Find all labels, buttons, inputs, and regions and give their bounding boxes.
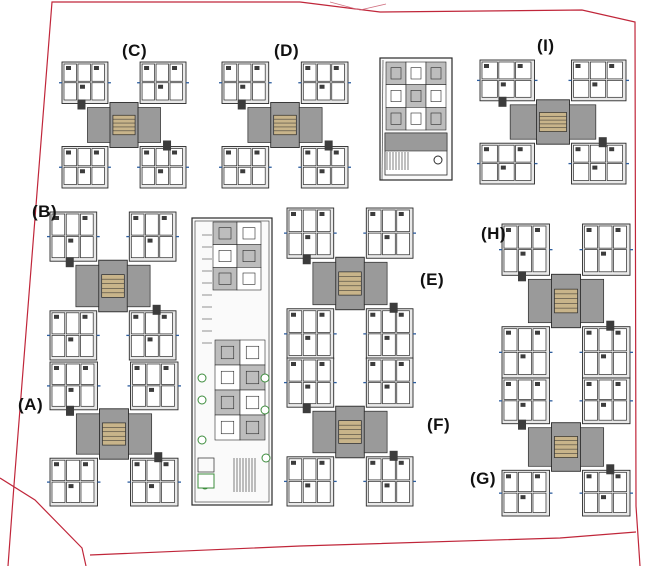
building-label-e: (E) — [420, 270, 445, 289]
tower-i — [477, 59, 629, 185]
tower-d — [219, 61, 351, 189]
amenity-blocks — [191, 57, 453, 506]
boundary-road — [0, 477, 87, 566]
building-label-i: (I) — [537, 36, 555, 55]
central-amenity-block — [191, 217, 273, 506]
tower-e — [284, 207, 416, 360]
boundary-notch — [329, 1, 387, 11]
club-house-block — [379, 57, 453, 181]
building-label-c: (C) — [122, 41, 148, 60]
tower-c — [59, 61, 189, 189]
tower-g — [499, 377, 633, 517]
building-label-b: (B) — [32, 202, 58, 221]
tower-h — [499, 223, 633, 379]
building-label-f: (F) — [427, 415, 451, 434]
tower-blocks — [47, 59, 633, 517]
tower-b — [47, 211, 179, 361]
building-label-h: (H) — [481, 224, 507, 243]
building-label-g: (G) — [470, 469, 497, 488]
boundary-west — [7, 1, 300, 566]
building-label-a: (A) — [18, 395, 44, 414]
boundary-east — [299, 1, 641, 566]
tower-a — [47, 361, 181, 507]
tower-f — [284, 357, 416, 507]
building-label-d: (D) — [274, 41, 300, 60]
boundary-south — [89, 531, 637, 556]
